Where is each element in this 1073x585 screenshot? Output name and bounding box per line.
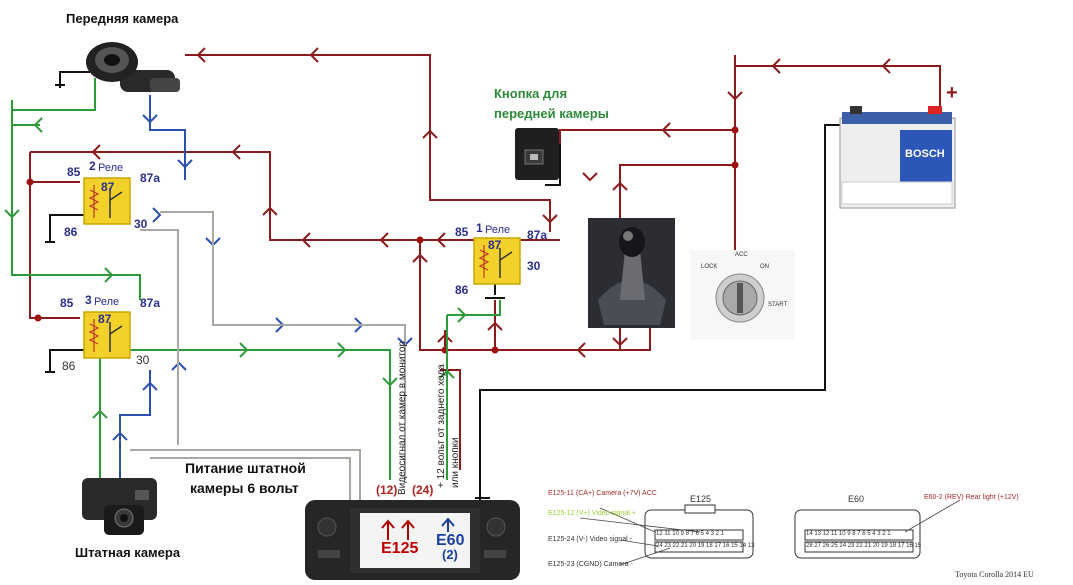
relay1-pin85: 85 xyxy=(455,225,469,239)
relay1-name: Реле xyxy=(485,224,511,236)
relay2-number: 2 xyxy=(89,159,96,173)
relay3-pin87: 87 xyxy=(98,312,112,326)
relay-1 xyxy=(473,237,521,285)
supply-label-line2: камеры 6 вольт xyxy=(190,480,299,496)
e60-label: E60 xyxy=(436,532,465,549)
relay3-pin30: 30 xyxy=(136,353,150,367)
green-wires xyxy=(11,78,501,480)
e125-row1-pins: 12 11 10 9 8 7 6 5 4 3 2 1 xyxy=(656,531,724,537)
stock-camera-label: Штатная камера xyxy=(75,545,181,560)
relay2-pin30: 30 xyxy=(134,217,148,231)
relay2-pin85: 85 xyxy=(67,165,81,179)
head-unit-image xyxy=(305,500,520,580)
ignition-acc: ACC xyxy=(735,252,748,258)
relay3-number: 3 xyxy=(85,293,92,307)
relay1-pin86: 86 xyxy=(455,283,469,297)
relay2-name: Реле xyxy=(98,162,124,174)
battery-plus-sign: + xyxy=(946,82,958,104)
front-camera-image xyxy=(86,42,180,92)
red-wires xyxy=(29,54,941,470)
e125-connector xyxy=(644,504,754,559)
legend-e125-11: E125-11 (CA+) Camera (+7V) ACC xyxy=(548,490,657,497)
ignition-switch xyxy=(690,250,795,340)
ignition-start: START xyxy=(768,302,788,308)
black-wires xyxy=(45,71,855,500)
stock-camera-image xyxy=(82,478,157,535)
head-unit-arrows xyxy=(381,517,455,540)
ignition-lock: LOCK xyxy=(701,264,718,270)
e60-pinout-title: E60 xyxy=(848,494,865,504)
or-button-label: или кнопки xyxy=(450,437,461,488)
video-signal-label: Видеосигнал от камер в монитор xyxy=(397,340,408,495)
relay3-pin85: 85 xyxy=(60,296,74,310)
plus12-label: + 12 вольт от заднего хода xyxy=(436,364,447,488)
gray-wires xyxy=(130,211,406,500)
legend-e125-12: E125-12 (V+) Video signal + xyxy=(548,510,636,517)
relay1-number: 1 xyxy=(476,221,483,235)
relay3-pin87a: 87a xyxy=(140,296,161,310)
green-flow-arrows xyxy=(4,117,467,419)
blue-flow-arrows xyxy=(112,114,413,441)
relay-3 xyxy=(83,311,131,359)
pinout-leader-lines xyxy=(579,499,961,566)
relay3-pin86: 86 xyxy=(62,359,76,373)
e125-row2-pins: 24 23 22 21 20 19 18 17 16 15 14 13 xyxy=(656,543,755,549)
front-camera-label: Передняя камера xyxy=(66,11,179,26)
relay1-pin87a: 87a xyxy=(527,228,548,242)
relay-2 xyxy=(83,177,131,225)
button-image xyxy=(515,128,559,180)
button-label-line2: передней камеры xyxy=(494,106,609,121)
relay1-pin87: 87 xyxy=(488,238,502,252)
e60-row1-pins: 14 13 12 11 10 9 8 7 6 5 4 3 2 1 xyxy=(806,531,891,537)
e125-pinout-title: E125 xyxy=(690,494,712,504)
e60-row2-pins: 28 27 26 25 24 23 22 21 20 19 18 17 16 1… xyxy=(806,543,922,549)
relay1-pin30: 30 xyxy=(527,259,541,273)
gear-shifter-image xyxy=(588,218,675,328)
ignition-on: ON xyxy=(760,264,769,270)
pin12-label: (12) xyxy=(376,483,398,497)
blue-wires xyxy=(119,95,186,480)
relay2-pin87a: 87a xyxy=(140,171,161,185)
legend-e125-23: E125-23 (CGND) Camera - xyxy=(548,561,633,568)
model-caption: Toyota Corolla 2014 EU xyxy=(955,570,1034,579)
button-label-line1: Кнопка для xyxy=(494,86,568,101)
e60-pin-label: (2) xyxy=(442,547,458,562)
e60-connector xyxy=(794,509,921,559)
relay2-pin87: 87 xyxy=(101,180,115,194)
e125-label: E125 xyxy=(381,540,419,557)
supply-label-line1: Питание штатной xyxy=(185,460,306,476)
pin24-label: (24) xyxy=(412,483,434,497)
relay3-name: Реле xyxy=(94,296,120,308)
relay2-pin86: 86 xyxy=(64,225,78,239)
legend-e125-24: E125-24 (V-) Video signal - xyxy=(548,536,632,543)
legend-e60-2: E60-2 (REV) Rear light (+12V) xyxy=(924,494,1019,501)
battery-brand: BOSCH xyxy=(905,148,945,160)
red-flow-arrows xyxy=(91,47,891,358)
battery-image xyxy=(839,106,956,209)
